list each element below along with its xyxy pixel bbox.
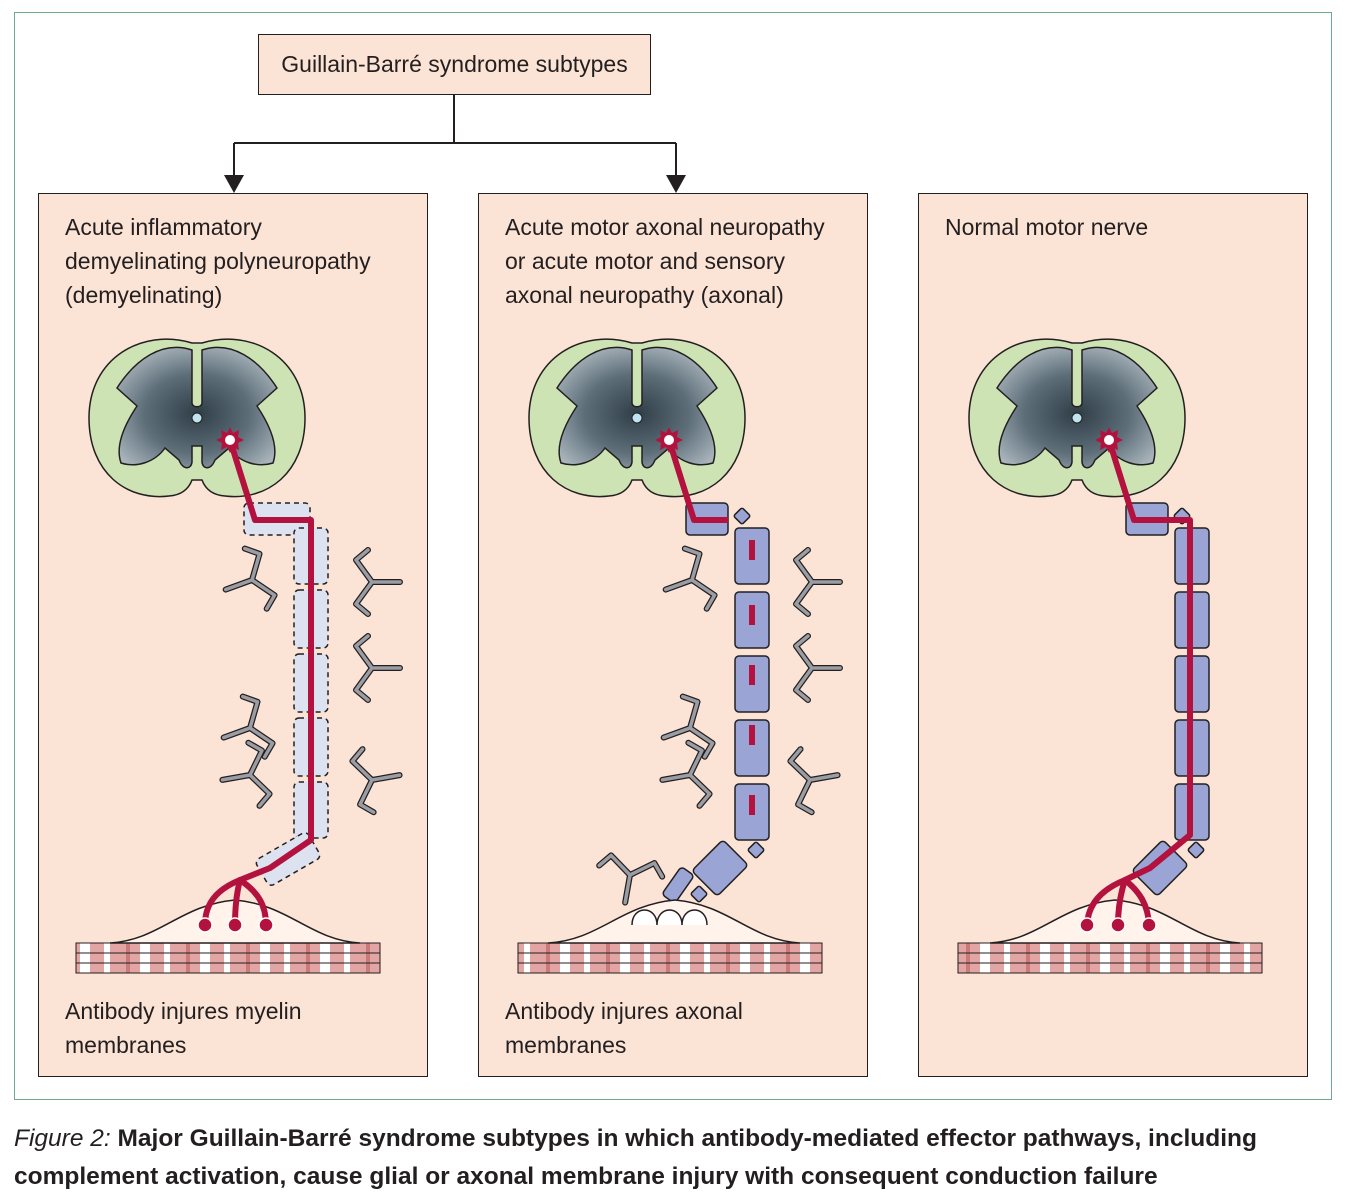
antibody <box>213 692 276 767</box>
myelin-sheath <box>1125 502 1210 896</box>
antibody <box>796 636 840 700</box>
antibody <box>351 744 405 815</box>
panel-title: Normal motor nerve <box>945 214 1149 240</box>
antibody <box>594 854 665 908</box>
illustration-demyelinating <box>75 338 405 974</box>
illustration-axonal <box>517 338 843 974</box>
motor-axon <box>1106 439 1193 883</box>
empty-synaptic-folds <box>631 909 708 926</box>
illustration-normal <box>957 338 1263 974</box>
antibody <box>655 544 718 619</box>
synaptic-bouton <box>1141 917 1157 933</box>
antibody <box>356 636 400 700</box>
synaptic-bouton <box>227 917 243 933</box>
tree-connectors <box>233 95 677 177</box>
synaptic-bouton <box>197 917 213 933</box>
panel-title: Acute inflammatory demyelinating polyneu… <box>65 214 371 308</box>
root-node-label: Guillain-Barré syndrome subtypes <box>281 51 628 77</box>
antibody <box>796 550 840 614</box>
figure-caption-text: Major Guillain-Barré syndrome subtypes i… <box>14 1125 1257 1190</box>
panel-caption: Antibody injures axonal membranes <box>505 998 743 1058</box>
muscle-fibers <box>517 942 823 974</box>
figure-caption: Figure 2: Major Guillain-Barré syndrome … <box>14 1120 1334 1196</box>
arrow-to-panel-1 <box>224 175 244 193</box>
motor-axon <box>666 439 728 523</box>
spinal-cord-cross-section <box>88 338 306 498</box>
antibody <box>657 741 711 812</box>
spinal-cord-cross-section <box>968 338 1186 498</box>
diagram-canvas <box>224 95 686 193</box>
root-node: Guillain-Barré syndrome subtypes <box>258 34 651 95</box>
synaptic-bouton <box>1110 917 1126 933</box>
panel-title: Acute motor axonal neuropathy or acute m… <box>505 214 825 308</box>
spinal-cord-cross-section <box>528 338 746 498</box>
antibody <box>215 544 278 619</box>
myelin-sheath <box>662 502 770 903</box>
antibody <box>789 744 843 815</box>
muscle-fibers <box>957 942 1263 974</box>
antibody <box>653 692 716 767</box>
antibody <box>217 741 271 812</box>
panel-caption: Antibody injures myelin membranes <box>65 998 302 1058</box>
figure-caption-label: Figure 2: <box>14 1125 111 1152</box>
synaptic-bouton <box>1079 917 1095 933</box>
arrow-to-panel-2 <box>666 175 686 193</box>
muscle-fibers <box>75 942 381 974</box>
motor-axon <box>227 439 314 883</box>
illustrations <box>75 338 1263 974</box>
synaptic-bouton <box>258 917 274 933</box>
antibody <box>356 550 400 614</box>
